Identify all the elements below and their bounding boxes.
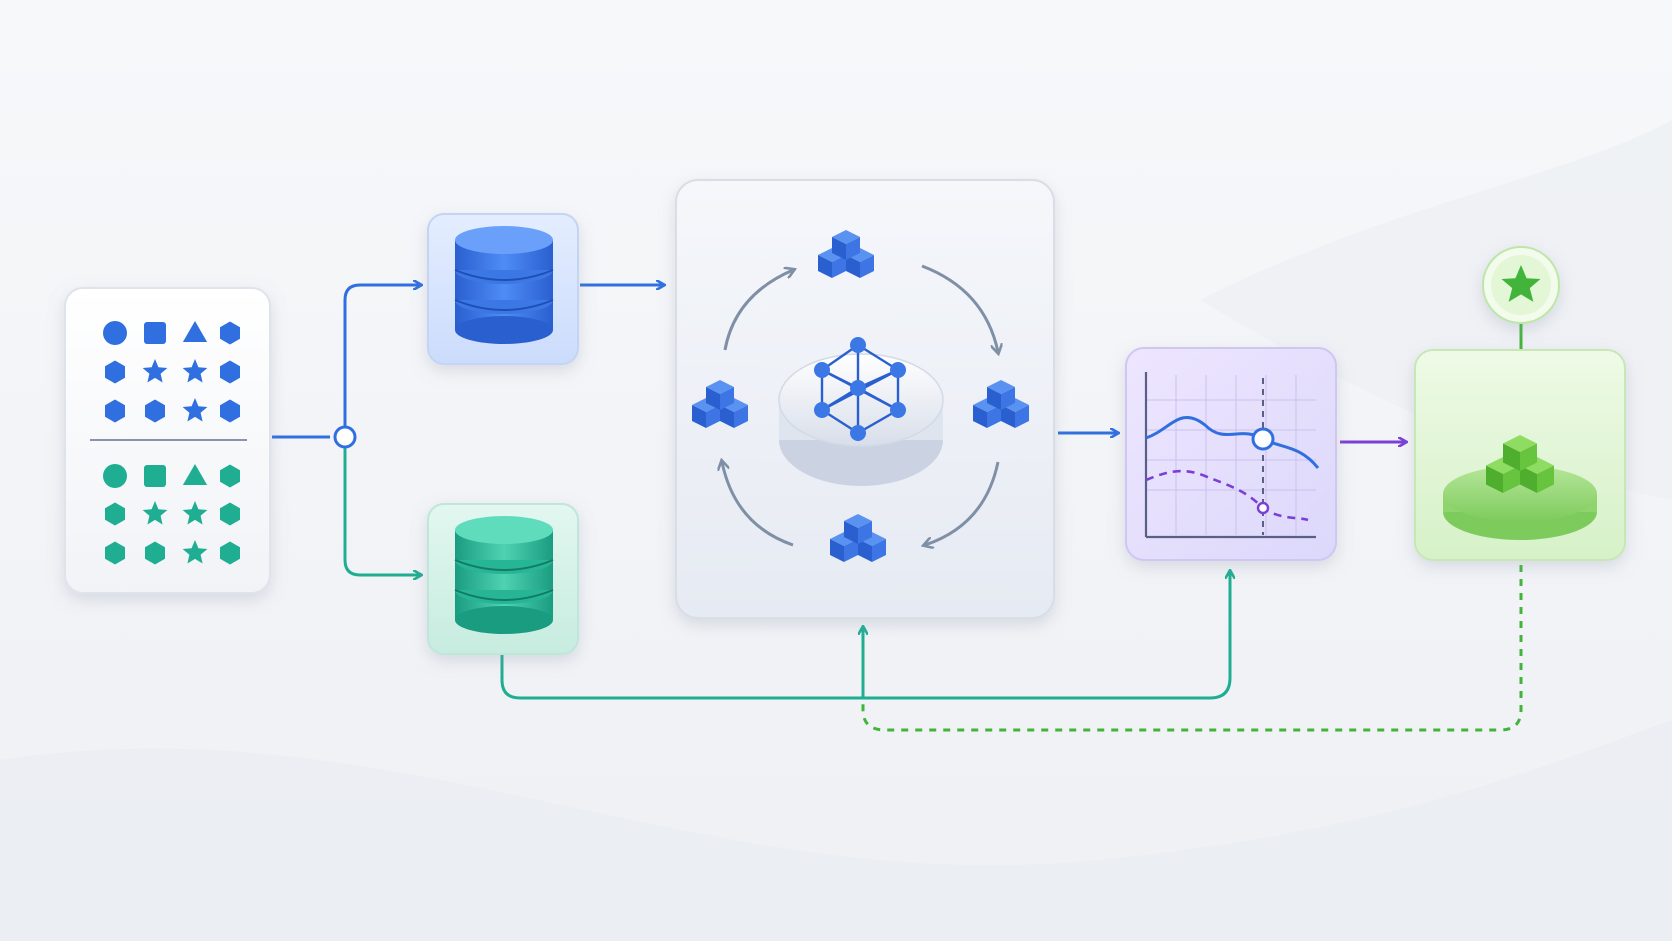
hexagon-icon — [220, 321, 240, 345]
cycle-arrow-bottom-right — [925, 461, 1000, 545]
star-icon — [142, 501, 168, 525]
hexagon-icon — [145, 541, 165, 565]
hexagon-icon — [220, 360, 240, 384]
chart-marker-point — [1251, 427, 1275, 451]
network-hub-icon — [778, 337, 944, 486]
ensemble-panel — [675, 179, 1055, 619]
chart-series-solid — [1145, 415, 1320, 469]
chart-series-dashed — [1145, 469, 1309, 522]
circle-icon — [103, 464, 127, 488]
triangle-icon — [182, 321, 208, 342]
triangle-icon — [182, 464, 208, 485]
edge-split-to-db-teal — [343, 437, 420, 575]
hexagon-icon — [105, 399, 125, 423]
dataset-panel — [64, 287, 271, 594]
hexagon-icon — [105, 502, 125, 526]
edge-result-to-ensemble-dashed — [861, 565, 1523, 732]
cube-stack-icon — [1443, 435, 1597, 540]
chart-marker-point-secondary — [1256, 501, 1270, 515]
cycle-arrow-top-right — [921, 264, 998, 352]
hexagon-icon — [145, 399, 165, 423]
line-chart-icon — [1144, 372, 1320, 539]
hexagon-icon — [220, 541, 240, 565]
result-panel — [1414, 349, 1626, 561]
database-blue-icon — [454, 226, 554, 344]
hexagon-icon — [105, 360, 125, 384]
star-icon — [182, 540, 208, 564]
circle-icon — [103, 321, 127, 345]
cycle-arrow-top-left — [723, 270, 793, 351]
database-teal-icon — [454, 516, 554, 634]
hexagon-icon — [105, 541, 125, 565]
hexagon-icon — [220, 399, 240, 423]
evaluation-panel — [1125, 347, 1337, 561]
edge-split-to-db-blue — [343, 285, 420, 437]
database-teal-panel — [427, 503, 579, 655]
hexagon-icon — [220, 464, 240, 488]
square-icon — [144, 465, 166, 487]
star-icon — [182, 501, 208, 525]
star-icon — [182, 359, 208, 383]
star-icon — [142, 359, 168, 383]
square-icon — [144, 322, 166, 344]
edge-db-teal-to-evaluation — [500, 572, 1230, 700]
database-blue-panel — [427, 213, 579, 365]
star-icon — [1501, 265, 1541, 302]
split-junction-node — [333, 425, 357, 449]
star-icon — [182, 398, 208, 422]
badge — [1482, 246, 1560, 324]
shape-grid-icon — [103, 321, 240, 565]
background-wave — [0, 720, 1672, 941]
cycle-arrow-bottom-left — [722, 462, 794, 547]
hexagon-icon — [220, 502, 240, 526]
